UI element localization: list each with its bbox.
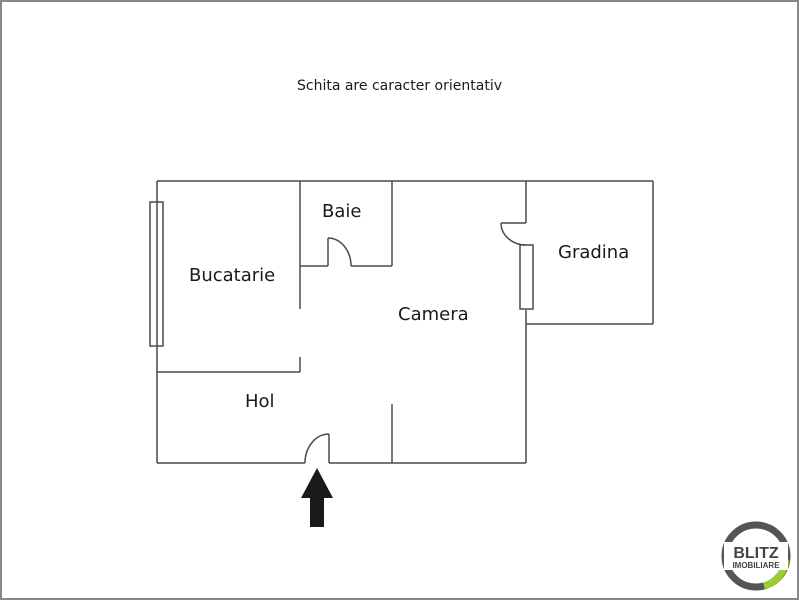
room-label-bucatarie: Bucatarie bbox=[189, 265, 276, 286]
outer-walls bbox=[156, 180, 527, 464]
blitz-logo: BLITZ IMOBILIARE bbox=[721, 521, 791, 591]
gradina-door bbox=[500, 222, 527, 246]
entrance-door bbox=[304, 433, 330, 464]
bucatarie-window bbox=[149, 201, 164, 347]
logo-text-blitz: BLITZ bbox=[733, 545, 779, 562]
room-label-baie: Baie bbox=[322, 201, 362, 222]
disclaimer-note: Schita are caracter orientativ bbox=[296, 78, 502, 94]
room-label-hol: Hol bbox=[245, 391, 275, 412]
gradina-window bbox=[519, 244, 534, 310]
logo-text-imobiliare: IMOBILIARE bbox=[732, 561, 780, 570]
gradina-walls bbox=[526, 180, 654, 325]
room-label-camera: Camera bbox=[398, 304, 469, 325]
arrow-up-icon bbox=[301, 468, 333, 527]
interior-walls bbox=[157, 181, 393, 463]
room-label-gradina: Gradina bbox=[558, 242, 630, 263]
baie-door bbox=[327, 237, 352, 267]
